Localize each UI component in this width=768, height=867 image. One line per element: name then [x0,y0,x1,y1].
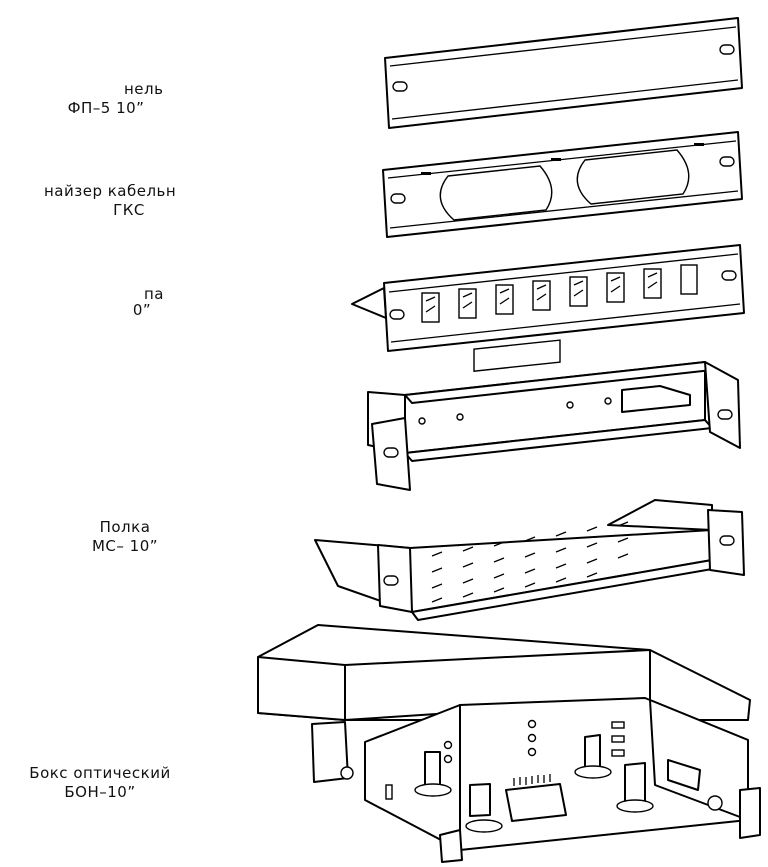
cable-opening-left [439,165,553,221]
label-shelf-line2: МС– 10” [91,537,159,555]
label-optical-box-line2: БОН–10” [64,783,136,801]
label-blank-panel-line2: ФП–5 10” [67,99,145,117]
label-optical-box: Бокс оптический БОН–10” [12,764,188,802]
cable-opening-right [576,149,690,205]
vent-slots [431,521,629,603]
label-patch-panel: па 0” [120,285,164,320]
label-cable-organizer: найзер кабельн ГКС [44,182,204,215]
label-patch-panel-line2: 0” [132,301,152,319]
shelf [314,499,745,621]
mounting-slot-left [392,81,408,92]
label-blank-panel-line1: нель [124,80,164,98]
blank-panel [384,17,743,129]
label-cable-organizer-line2: ГКС [113,201,145,215]
cable-organizer-panel [382,131,743,238]
mounting-slot-right [719,44,735,55]
label-cable-organizer-line1: найзер кабельн [44,182,177,200]
patch-panel [351,244,745,352]
port-row [421,264,698,323]
bracket-frame [367,339,741,491]
label-patch-panel-line1: па [144,285,164,301]
label-optical-box-line1: Бокс оптический [29,764,171,782]
label-blank-panel: нель ФП–5 10” [38,80,174,118]
front-window [473,339,561,372]
optical-box [257,624,761,863]
label-shelf: Полка МС– 10” [50,518,200,556]
splice-holder [505,774,567,822]
label-shelf-line1: Полка [99,518,151,536]
